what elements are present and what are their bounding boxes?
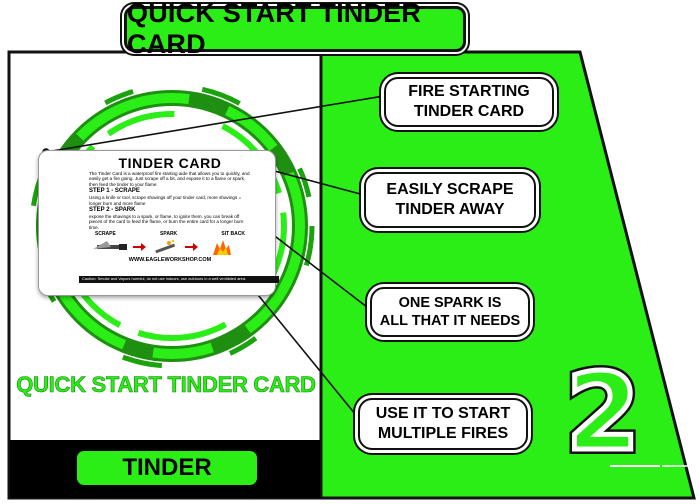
callout-line: MULTIPLE FIRES [377, 425, 509, 442]
page-title: QUICK START TINDER CARD [127, 0, 422, 59]
callout-line: ONE SPARK IS [398, 294, 502, 311]
label-sit-back: SIT BACK [221, 231, 245, 238]
callout-fire-starting: FIRE STARTING TINDER CARD [384, 77, 554, 127]
callout-one-spark: ONE SPARK IS ALL THAT IT NEEDS [370, 287, 530, 337]
fire-icon [213, 240, 231, 256]
callout-easily-scrape: EASILY SCRAPE TINDER AWAY [364, 172, 536, 228]
page-title-banner: QUICK START TINDER CARD [124, 0, 466, 59]
tinder-label: TINDER [77, 451, 257, 485]
callout-line: USE IT TO START [375, 405, 511, 422]
tinder-card-step2-title: STEP 2 - SPARK [89, 207, 136, 214]
tinder-card-step2-text: expose the shavings to a spark, or flame… [89, 214, 244, 230]
label-spark: SPARK [160, 231, 178, 238]
tinder-label-text: TINDER [122, 454, 212, 481]
card-number-outline: 2 [561, 351, 645, 474]
tinder-card-caution: Caution: Smoke and Vapors harmful, do no… [79, 276, 279, 283]
tinder-card-website: WWW.EAGLEWORKSHOP.COM [128, 257, 212, 264]
callout-line: EASILY SCRAPE [386, 181, 514, 198]
arrow-icon [133, 243, 146, 252]
tinder-card-step-labels: SCRAPE SPARK SIT BACK [89, 231, 251, 237]
tinder-card-step-icons [89, 237, 251, 257]
arrow-icon [185, 243, 198, 252]
tinder-card-image: TINDER CARD The Tinder Card is a waterpr… [38, 150, 279, 296]
tinder-card-step1-title: STEP 1 - SCRAPE [89, 188, 140, 195]
card-number: 2 [564, 351, 643, 474]
tinder-card-step1-text: Using a knife or tool, scrape shavings o… [89, 195, 242, 206]
label-scrape: SCRAPE [95, 231, 116, 238]
tinder-card-intro: The Tinder Card is a waterproof fire sta… [89, 171, 250, 187]
tinder-card-heading: TINDER CARD [118, 155, 222, 171]
callout-line: FIRE STARTING [408, 83, 530, 100]
callout-line: ALL THAT IT NEEDS [379, 313, 521, 329]
spark-icon [155, 240, 176, 254]
knife-icon [93, 241, 127, 251]
callout-line: TINDER AWAY [395, 201, 505, 218]
card-title: QUICK START TINDER CARD [16, 372, 316, 398]
callout-multiple-fires: USE IT TO START MULTIPLE FIRES [358, 398, 528, 450]
callout-line: TINDER CARD [413, 103, 525, 120]
